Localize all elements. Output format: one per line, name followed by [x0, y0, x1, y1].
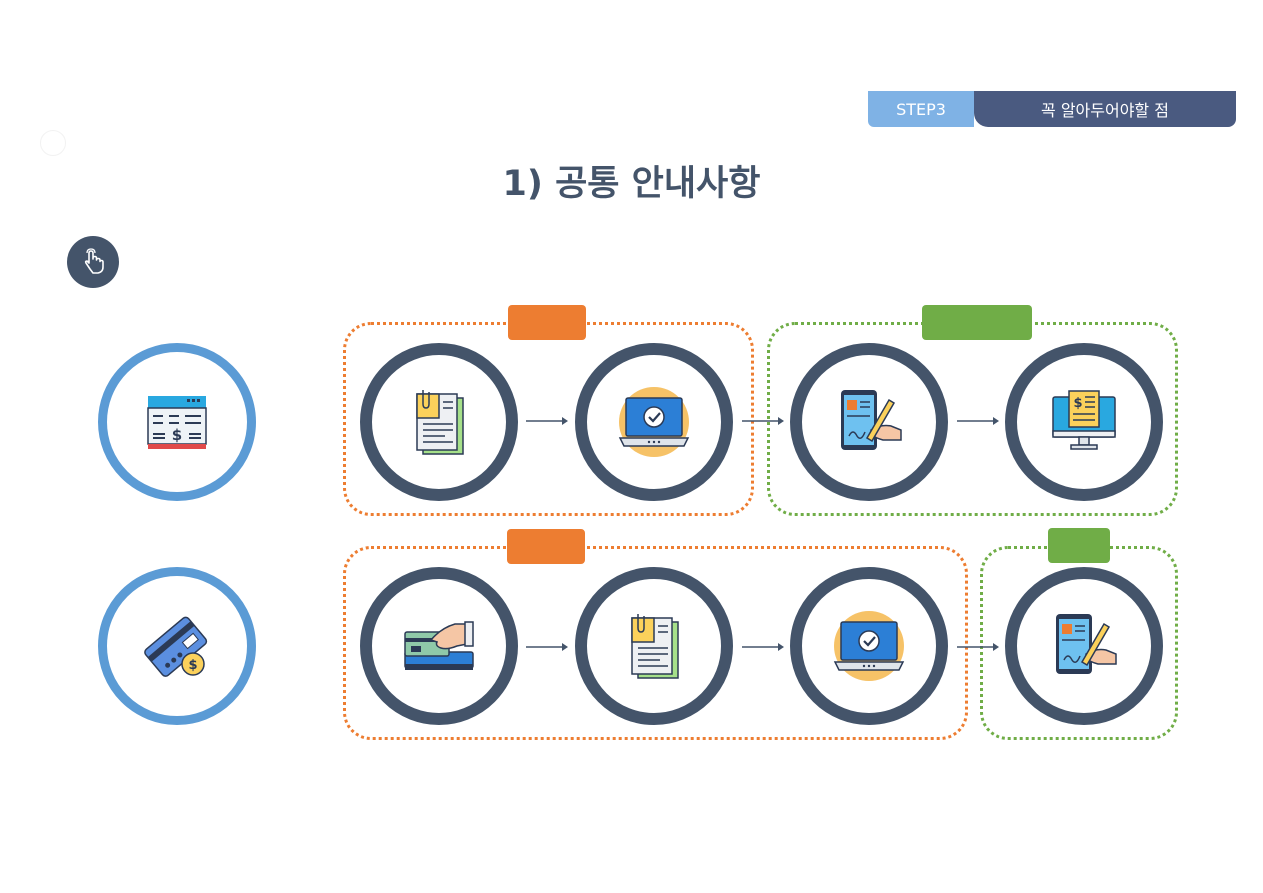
credit-card-icon: $ [144, 616, 208, 677]
row1-step1-circle [360, 343, 518, 501]
laptop-check-icon [618, 387, 690, 457]
row1-arrow-1 [526, 417, 568, 425]
invoice-icon: $ [147, 396, 207, 449]
row1-green-tag [922, 305, 1032, 340]
svg-text:$: $ [188, 658, 197, 673]
row2-start-circle: $ [98, 567, 256, 725]
row2-step2-circle [575, 567, 733, 725]
row2-arrow-2 [742, 643, 784, 651]
row2-step1-circle [360, 567, 518, 725]
row2-group-orange [343, 546, 968, 740]
svg-text:$: $ [172, 426, 182, 444]
row2-step3-circle [790, 567, 948, 725]
row1-arrow-3 [957, 417, 999, 425]
laptop-check-icon [833, 611, 905, 681]
card-payment-icon [404, 621, 474, 670]
page-title: 1) 공통 안내사항 [502, 164, 761, 204]
row1-step4-circle: $ [1005, 343, 1163, 501]
tablet-sign-icon [841, 390, 902, 450]
row2-arrow-1 [526, 643, 568, 651]
row2-step4-circle [1005, 567, 1163, 725]
row1-start-circle: $ [98, 343, 256, 501]
document-icon [416, 390, 464, 455]
hand-pointer-button[interactable] [67, 236, 119, 288]
step-tab[interactable]: STEP3 [868, 91, 974, 127]
row1-orange-tag [508, 305, 586, 340]
hand-pointer-icon [84, 248, 104, 274]
row1-step3-circle [790, 343, 948, 501]
row1-step2-circle [575, 343, 733, 501]
monitor-bill-icon: $ [1052, 390, 1116, 450]
row2-green-tag [1048, 528, 1110, 563]
svg-text:$: $ [1073, 396, 1082, 411]
step-title-tab[interactable]: 꼭 알아두어야할 점 [974, 91, 1236, 127]
step-title-label: 꼭 알아두어야할 점 [1041, 101, 1169, 120]
row2-orange-tag [507, 529, 585, 564]
row1-arrow-2 [742, 417, 784, 425]
row2-arrow-3 [957, 643, 999, 651]
decorative-circle [40, 130, 66, 156]
tablet-sign-icon [1056, 614, 1117, 674]
step-label: STEP3 [896, 99, 946, 119]
document-icon [631, 614, 679, 679]
